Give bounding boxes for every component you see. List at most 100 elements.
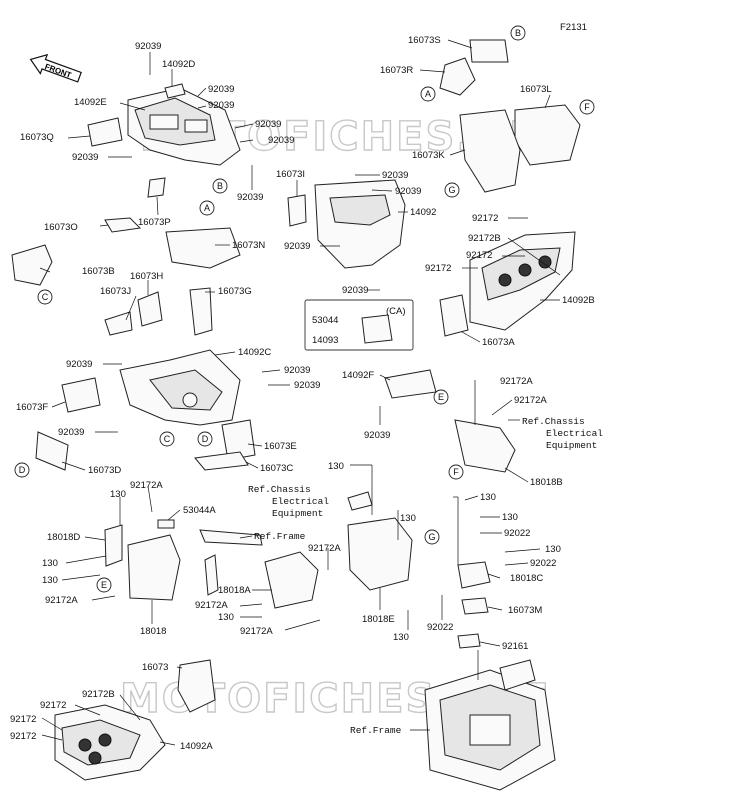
label-p70: 16073M: [508, 605, 542, 616]
label-p65: 130: [502, 512, 518, 523]
label-p23: 92039: [58, 427, 84, 438]
ca-part-53044: 53044: [312, 315, 338, 326]
label-p2: 14092D: [162, 59, 195, 70]
label-p32: 92039: [382, 170, 408, 181]
panel-16073r: [439, 57, 476, 96]
label-p39: 92172: [466, 250, 492, 261]
label-p50: 92172A: [130, 480, 163, 491]
svg-text:E: E: [438, 392, 444, 402]
label-p6: 92039: [255, 119, 281, 130]
cover-18018a-part: [264, 551, 319, 609]
ref-chassis-right-3: Equipment: [546, 440, 597, 451]
label-p36: 92039: [342, 285, 368, 296]
label-p26: 16073D: [88, 465, 121, 476]
label-p54: 130: [42, 575, 58, 586]
label-p63: 130: [400, 513, 416, 524]
ref-frame-left: Ref.Frame: [254, 531, 306, 542]
housing-14092c-part: [119, 349, 241, 426]
ca-group-title: (CA): [386, 306, 406, 317]
part-53044a: [157, 519, 175, 529]
label-p58: 18018A: [218, 585, 251, 596]
label-p56: 18018: [140, 626, 166, 637]
ref-chassis-right-1: Ref.Chassis: [522, 416, 585, 427]
label-p24: 16073E: [264, 441, 297, 452]
label-p28: 16073R: [380, 65, 413, 76]
label-p11: 16073P: [138, 217, 171, 228]
label-p79: 130: [393, 632, 409, 643]
housing-14092-part: [314, 179, 406, 269]
label-p33: 92039: [395, 186, 421, 197]
front-arrow-icon: FRONT: [29, 53, 82, 83]
label-p10: 92039: [237, 192, 263, 203]
panel-16073: [177, 659, 216, 713]
label-p62: 18018E: [362, 614, 395, 625]
svg-text:G: G: [428, 532, 435, 542]
label-p21: 92039: [294, 380, 320, 391]
svg-text:B: B: [217, 181, 223, 191]
ref-chassis-center-2: Electrical: [272, 496, 329, 507]
svg-text:C: C: [42, 292, 49, 302]
figure-code: F2131: [560, 22, 587, 33]
label-p73: 16073: [142, 662, 168, 673]
housing-14092b-part: [469, 231, 576, 331]
label-p55: 92172A: [45, 595, 78, 606]
label-p61: 92172A: [240, 626, 273, 637]
ref-chassis-center-3: Equipment: [272, 508, 323, 519]
label-p22: 16073F: [16, 402, 48, 413]
label-p5: 92039: [208, 100, 234, 111]
callout-b-upper: B: [510, 25, 526, 41]
label-p66: 92022: [504, 528, 530, 539]
label-p35: 92039: [284, 241, 310, 252]
callout-b-left: B: [212, 178, 228, 194]
label-p72: 92161: [502, 641, 528, 652]
label-p68: 92022: [530, 558, 556, 569]
panel-16073p: [147, 177, 166, 198]
label-p1: 92039: [135, 41, 161, 52]
label-p27: 16073S: [408, 35, 441, 46]
svg-text:C: C: [164, 434, 171, 444]
label-p3: 92039: [208, 84, 234, 95]
part-labels: 92039 14092D 92039 14092E 92039 92039 16…: [10, 35, 595, 752]
label-p13: 16073N: [232, 240, 265, 251]
panel-16073c: [194, 451, 249, 471]
bracket-ref-chassis: [347, 491, 373, 511]
panel-16073a: [439, 294, 469, 337]
leader-lines: [39, 39, 561, 746]
label-p48: 130: [328, 461, 344, 472]
callout-f-upper: F: [579, 99, 595, 115]
svg-text:D: D: [202, 434, 209, 444]
label-p12: 16073O: [44, 222, 78, 233]
label-p69: 18018C: [510, 573, 543, 584]
label-p49: 130: [110, 489, 126, 500]
label-p45: 92172A: [500, 376, 533, 387]
callout-g-upper: G: [444, 182, 460, 198]
svg-text:A: A: [204, 203, 210, 213]
panel-16073h: [137, 291, 163, 327]
label-p38: 92172B: [468, 233, 501, 244]
label-p31: 16073I: [276, 169, 305, 180]
bracket-ref-frame: [199, 529, 263, 546]
label-p16: 16073J: [100, 286, 131, 297]
panel-16073q: [87, 117, 123, 147]
callout-c-mid: C: [159, 431, 175, 447]
panel-16073m: [461, 597, 489, 615]
label-p67: 130: [545, 544, 561, 555]
label-p25: 16073C: [260, 463, 293, 474]
label-p78: 14092A: [180, 741, 213, 752]
svg-text:D: D: [19, 465, 26, 475]
label-p77: 92172: [10, 731, 36, 742]
label-p18: 14092C: [238, 347, 271, 358]
label-p53: 130: [42, 558, 58, 569]
panel-14092f: [384, 369, 437, 399]
label-p9: 92039: [72, 152, 98, 163]
svg-text:G: G: [448, 185, 455, 195]
frame-assembly-part: [424, 659, 556, 791]
cover-18018-part: [127, 534, 181, 601]
cover-18018b-part: [454, 419, 516, 473]
callout-c-left: C: [37, 289, 53, 305]
label-p14: 16073B: [82, 266, 115, 277]
ref-chassis-center-1: Ref.Chassis: [248, 484, 311, 495]
panel-14092d: [164, 83, 186, 99]
